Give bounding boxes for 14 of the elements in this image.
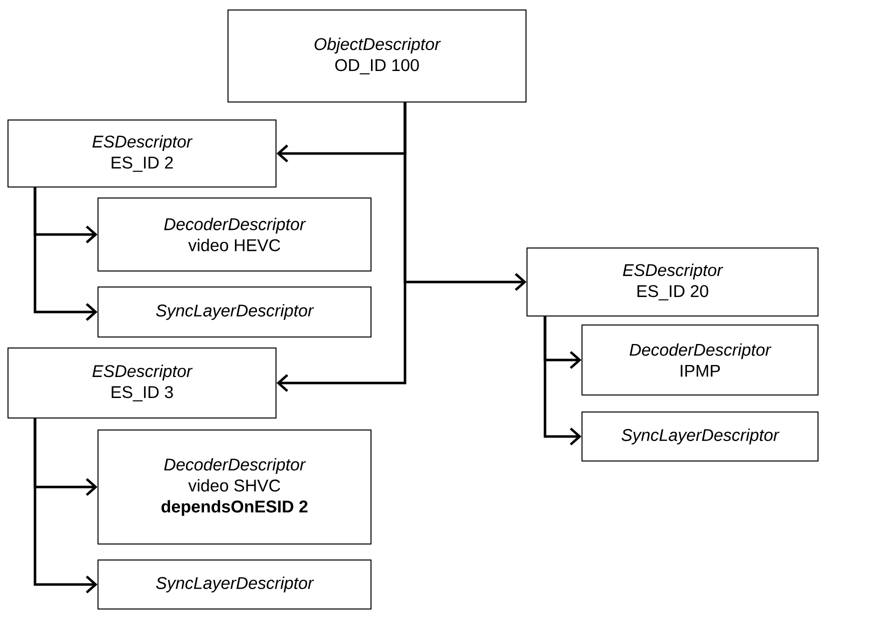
descriptor-box: ESDescriptor ES_ID 3 — [8, 348, 276, 418]
descriptor-box: DecoderDescriptor video HEVC — [98, 198, 372, 272]
descriptor-box: SyncLayerDescriptor — [582, 412, 818, 462]
descriptor-box: DecoderDescriptor IPMP — [582, 324, 818, 396]
descriptor-box: SyncLayerDescriptor — [98, 286, 372, 338]
descriptor-box: DecoderDescriptor video SHVC dependsOnESID 2 — [98, 430, 372, 544]
descriptor-box: ESDescriptor ES_ID 20 — [526, 248, 818, 316]
arrow — [34, 188, 98, 321]
descriptor-box: ESDescriptor ES_ID 2 — [8, 120, 276, 188]
arrow — [276, 102, 406, 392]
arrow — [544, 316, 582, 446]
descriptor-box: SyncLayerDescriptor — [98, 560, 372, 610]
descriptor-box: ObjectDescriptor OD_ID 100 — [228, 10, 526, 102]
arrow — [34, 418, 98, 594]
